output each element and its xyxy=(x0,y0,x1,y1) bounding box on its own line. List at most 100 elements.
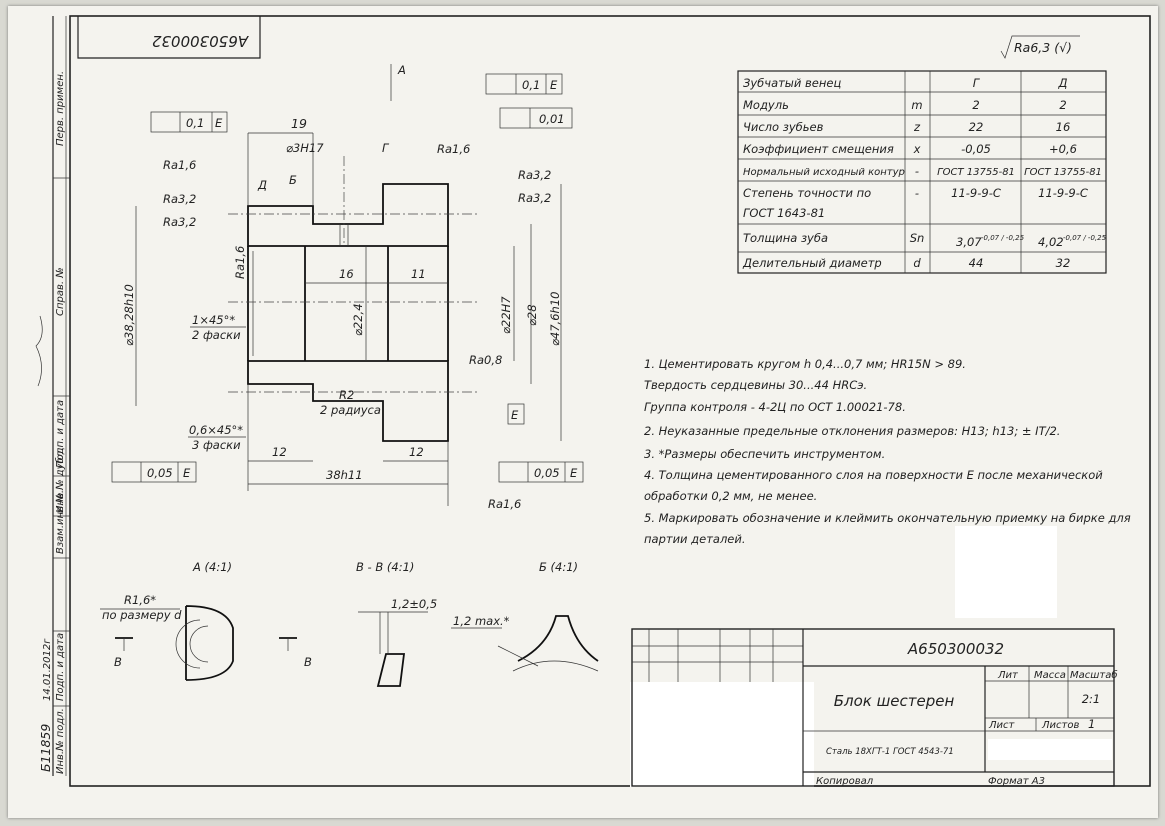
dim-d47: ⌀47,6h10 xyxy=(548,292,562,346)
gear-row-g: 2 xyxy=(972,98,979,112)
note-line: обработки 0,2 мм, не менее. xyxy=(644,489,817,503)
dim-12-left: 12 xyxy=(272,445,287,459)
dim-12-right: 12 xyxy=(409,445,424,459)
gear-row-label: Толщина зуба xyxy=(743,231,828,245)
ra-left-2: Ra3,2 xyxy=(163,192,196,206)
dim-d38: ⌀38,28h10 xyxy=(122,284,136,346)
tol-frame-left-bottom xyxy=(111,461,197,483)
tol-left-top-base: Е xyxy=(215,116,223,130)
gear-row-label: Делительный диаметр xyxy=(742,256,882,270)
title-block-mass-label: Масса xyxy=(1034,670,1066,681)
gear-row-d: 16 xyxy=(1056,120,1071,134)
note-line: 4. Толщина цементированного слоя на пове… xyxy=(644,468,1103,482)
side-stamp: Перв. примен. Справ. № Подп. и дата Инв.… xyxy=(35,16,70,776)
label-g: Г xyxy=(382,141,390,155)
view-v-left: В xyxy=(114,655,122,669)
dim-total-38h11: 38h11 xyxy=(326,468,363,482)
title-block-number: А650300032 xyxy=(907,640,1004,658)
number-box-rotated: А650300032 xyxy=(77,16,261,59)
gear-row-d: Д xyxy=(1058,76,1068,90)
stamp-date: 14.01.2012г xyxy=(42,638,53,701)
gear-row-g: -0,05 xyxy=(961,142,991,156)
gear-row-label: Коэффициент смещения xyxy=(743,142,894,156)
view-a-r16-note: по размеру d xyxy=(102,608,182,622)
title-block-scale-value: 2:1 xyxy=(1082,692,1101,706)
dim-d22-4: ⌀22,4 xyxy=(351,303,365,336)
label-b: Б xyxy=(289,173,297,187)
redaction-block xyxy=(630,682,814,787)
note-line: Твердость сердцевины 30...44 HRCэ. xyxy=(644,378,867,392)
stamp-inv-number: Б11859 xyxy=(38,724,53,772)
stamp-perv-primen: Перв. примен. xyxy=(55,71,66,146)
dim-d28: ⌀28 xyxy=(525,304,539,326)
gear-row-label: Число зубьев xyxy=(743,120,824,134)
note-line: Группа контроля - 4-2Ц по ОСТ 1.00021-78… xyxy=(644,400,906,414)
stamp-podp-data-1: Подп. и дата xyxy=(55,400,66,468)
gear-row-g: 44 xyxy=(969,256,984,270)
detail-views: А (4:1) В - В (4:1) Б (4:1) R1,6* по раз… xyxy=(100,560,599,687)
stamp-inv-dubl: Инв.№ дубл. xyxy=(54,448,66,513)
tol-frame-right-bottom xyxy=(498,461,584,483)
label-view-a: А xyxy=(397,63,406,77)
gear-row-d: ГОСТ 13755-81 xyxy=(1024,167,1102,178)
dim-chamfer-2: 0,6×45°* xyxy=(189,423,243,437)
redaction-block xyxy=(988,739,1112,760)
gear-row-d-tol: -0,07 / -0,25 xyxy=(1063,234,1107,242)
ra-right-1: Ra3,2 xyxy=(518,168,551,182)
drawing-canvas: Перв. примен. Справ. № Подп. и дата Инв.… xyxy=(35,15,1151,787)
dim-16: 16 xyxy=(339,267,354,281)
gear-row-g: Г xyxy=(973,76,981,90)
drawing-sheet: Перв. примен. Справ. № Подп. и дата Инв.… xyxy=(8,6,1158,818)
title-block-copied: Копировал xyxy=(816,776,874,787)
note-line: 3. *Размеры обеспечить инструментом. xyxy=(644,447,885,461)
gear-row-label: Нормальный исходный контур xyxy=(743,167,905,178)
view-v-right: В xyxy=(304,655,312,669)
gear-row-sym: z xyxy=(913,120,921,134)
tol-frame-cylindricity xyxy=(499,107,573,129)
redaction-block xyxy=(955,526,1057,618)
ra-bottom: Ra1,6 xyxy=(488,497,521,511)
dim-radius-count: 2 радиуса xyxy=(320,403,381,417)
drawing-number-rotated: А650300032 xyxy=(152,32,249,50)
technical-notes: 1. Цементировать кругом h 0,4...0,7 мм; … xyxy=(644,357,1131,546)
ra-top: Ra1,6 xyxy=(437,142,470,156)
gear-row-label2: ГОСТ 1643-81 xyxy=(743,206,825,220)
gear-row-sym: Sn xyxy=(910,231,925,245)
dim-chamfer-2-count: 3 фаски xyxy=(192,438,241,452)
dim-d22h7: ⌀22H7 xyxy=(499,296,513,334)
tol-right-bot-val: 0,05 xyxy=(534,466,560,480)
view-vv-dim: 1,2±0,5 xyxy=(391,597,437,611)
gear-row-d: 2 xyxy=(1059,98,1066,112)
gear-row-g: ГОСТ 13755-81 xyxy=(937,167,1015,178)
tol-frame-right-top xyxy=(485,73,563,95)
title-block-sheets-value: 1 xyxy=(1088,717,1095,731)
gear-row-d: 32 xyxy=(1056,256,1071,270)
gear-row-label: Зубчатый венец xyxy=(743,76,841,90)
tol-frame-left-top xyxy=(150,111,228,133)
gear-row-d: +0,6 xyxy=(1049,142,1077,156)
tol-right-bot-base: Е xyxy=(570,466,578,480)
note-line: 1. Цементировать кругом h 0,4...0,7 мм; … xyxy=(644,357,966,371)
datum-e-box xyxy=(507,403,525,425)
dim-11: 11 xyxy=(411,267,426,281)
view-b-dim: 1,2 max.* xyxy=(453,614,510,628)
stamp-podp-data-2: Подп. и дата xyxy=(55,633,66,701)
stamp-vzam-inv: Взам.инв.№ xyxy=(55,492,66,554)
view-a-title: А (4:1) xyxy=(192,560,232,574)
tol-left-bot-base: Е xyxy=(183,466,191,480)
ra-right-2: Ra3,2 xyxy=(518,191,551,205)
gear-row-sym: d xyxy=(913,256,921,270)
tol-left-bot-val: 0,05 xyxy=(147,466,173,480)
dim-19: 19 xyxy=(291,116,307,131)
stamp-inv-podl: Инв.№ подл. xyxy=(55,708,66,774)
title-block-scale-label: Масштаб xyxy=(1070,669,1118,681)
title-block-material: Сталь 18ХГТ-1 ГОСТ 4543-71 xyxy=(826,747,954,757)
tol-right-top-base: Е xyxy=(550,78,558,92)
title-block-lit-label: Лит xyxy=(997,670,1019,681)
gear-row-label: Модуль xyxy=(743,98,789,112)
title-block-format: Формат А3 xyxy=(988,776,1045,787)
title-block-title: Блок шестерен xyxy=(834,692,955,710)
label-d: Д xyxy=(257,178,267,192)
gear-row-d: 11-9-9-С xyxy=(1038,186,1088,200)
stamp-sprav: Справ. № xyxy=(55,267,66,316)
